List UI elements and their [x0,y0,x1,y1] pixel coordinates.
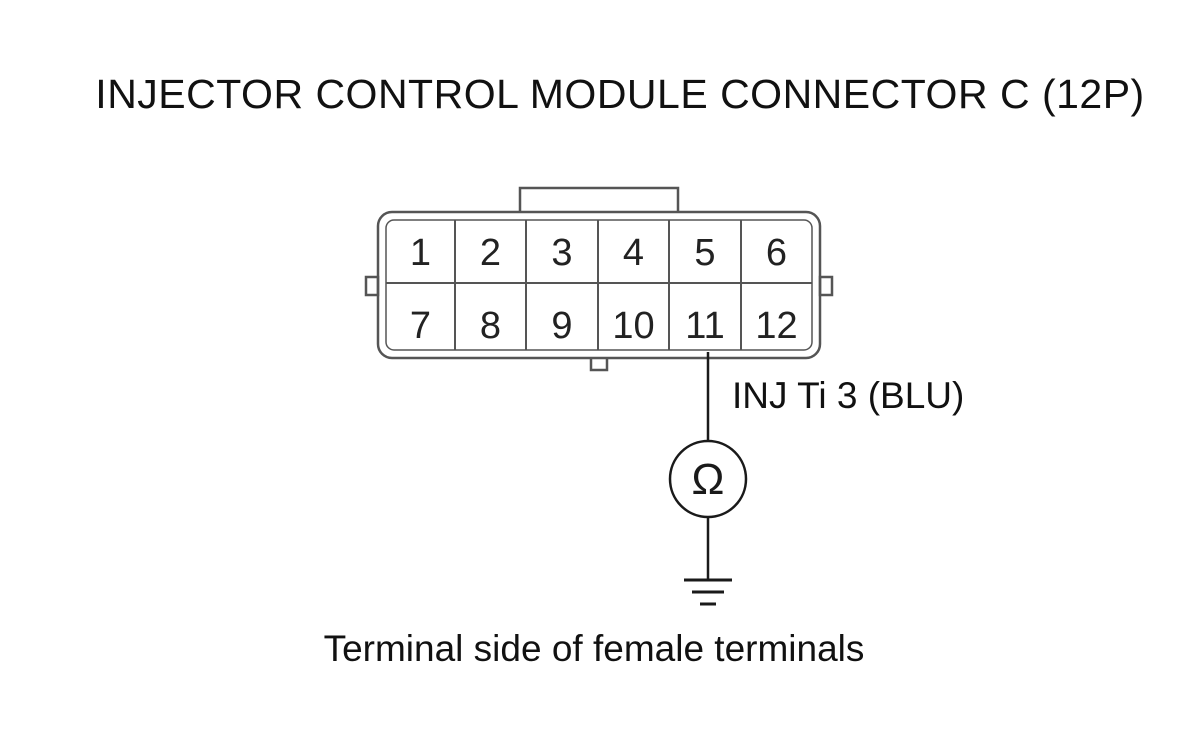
pin-8-label: 8 [480,305,501,347]
measurement-circuit [668,352,748,580]
ground-icon [684,578,732,606]
pin-10-label: 10 [612,305,654,347]
pin-7-label: 7 [410,305,431,347]
connector-body [376,210,822,360]
wire-label: INJ Ti 3 (BLU) [732,375,965,416]
connector-bottom-key [589,358,609,372]
pin-4-label: 4 [623,232,644,274]
pin-3-label: 3 [551,232,572,274]
pin-9-label: 9 [551,305,572,347]
connector-left-nub [364,275,380,297]
connector-right-nub [818,275,834,297]
pin-12-label: 12 [755,305,797,347]
diagram-title: INJECTOR CONTROL MODULE CONNECTOR C (12P… [95,71,1145,117]
pin-2-label: 2 [480,232,501,274]
pin-5-label: 5 [694,232,715,274]
connector-grid [386,220,812,350]
diagram-caption: Terminal side of female terminals [323,628,865,669]
connector-latch-tab [518,186,680,212]
pin-11-label: 11 [685,305,724,347]
pin-6-label: 6 [766,232,787,274]
pin-1-label: 1 [410,232,431,274]
ohm-icon: Ω [692,455,725,504]
